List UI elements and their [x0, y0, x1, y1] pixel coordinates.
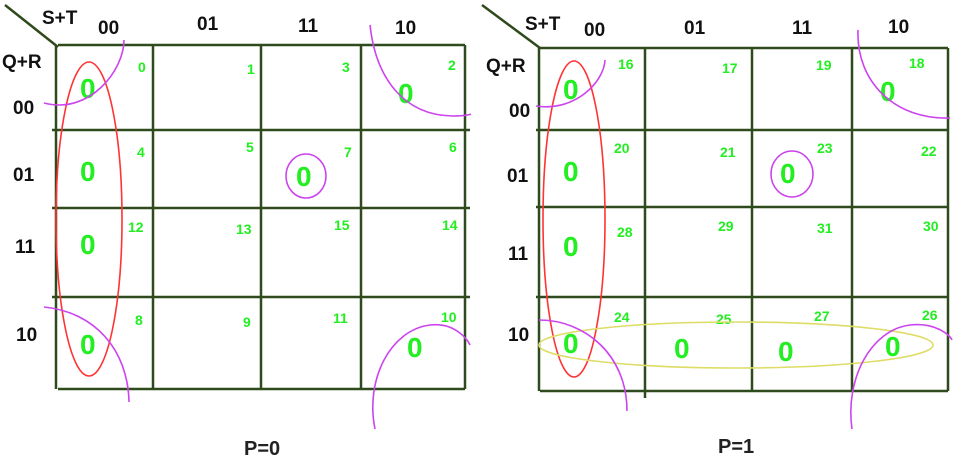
cell-index: 7	[344, 144, 352, 160]
cell-value: 0	[780, 158, 796, 189]
cell-value: 0	[80, 156, 96, 187]
column-header: 00	[98, 18, 119, 39]
group-single-cell-7	[285, 153, 327, 199]
kmap-p0: S+T Q+R 00 01 11 10 00 01 11 10 0 1 3 2 …	[2, 4, 472, 460]
group-corner-top-left	[535, 59, 606, 108]
map-caption: P=1	[718, 436, 754, 458]
cell-value: 0	[880, 76, 896, 107]
cell-index: 9	[243, 314, 251, 330]
row-header: 11	[508, 244, 529, 265]
cell-index: 4	[137, 144, 145, 160]
column-header: 11	[298, 16, 319, 37]
row-header: 10	[508, 325, 529, 346]
column-header: 00	[584, 20, 605, 41]
cell-value: 0	[563, 74, 579, 105]
cell-index: 21	[720, 144, 736, 160]
group-single-cell-23	[770, 150, 814, 198]
group-corner-bottom-left	[538, 319, 628, 412]
cell-index: 15	[334, 217, 350, 233]
column-header: 01	[684, 18, 706, 39]
cell-index: 6	[449, 139, 457, 155]
cell-value: 0	[398, 78, 414, 109]
map-caption: P=0	[244, 438, 280, 460]
corner-diagonal	[4, 4, 59, 48]
row-header: 10	[16, 325, 37, 346]
cell-index: 22	[921, 143, 937, 159]
cell-index: 28	[617, 224, 633, 240]
cell-value: 0	[778, 336, 794, 367]
cell-value: 0	[296, 161, 312, 192]
group-corner-bottom-right	[371, 323, 471, 430]
cell-index: 11	[333, 310, 348, 326]
row-header: 00	[13, 98, 34, 119]
column-header: 10	[888, 17, 909, 38]
row-variables-label: Q+R	[2, 52, 42, 73]
row-header: 00	[509, 101, 530, 122]
column-header: 11	[792, 18, 813, 39]
cell-value: 0	[407, 332, 423, 363]
group-corner-bottom-right	[850, 323, 953, 430]
cell-index: 5	[246, 139, 254, 155]
cell-value: 0	[885, 331, 901, 362]
cell-index: 23	[817, 140, 833, 156]
cell-index: 8	[135, 312, 143, 328]
cell-value: 0	[80, 329, 96, 360]
cell-index: 27	[814, 308, 830, 324]
cell-index: 12	[128, 219, 144, 235]
cell-index: 2	[448, 57, 456, 73]
group-corner-top-left	[43, 39, 125, 106]
group-column-00	[542, 60, 606, 378]
cell-index: 20	[614, 140, 630, 156]
kmap-p1: S+T Q+R 00 01 11 10 00 01 11 10 16 17 19…	[481, 3, 953, 458]
cell-value: 0	[563, 231, 579, 262]
cell-index: 14	[442, 217, 458, 233]
row-header: 11	[15, 237, 36, 258]
group-corner-bottom-left	[43, 306, 130, 403]
cell-index: 17	[722, 60, 738, 76]
cell-index: 1	[247, 61, 255, 77]
cell-index: 16	[618, 56, 634, 72]
cell-index: 24	[614, 309, 630, 325]
row-variables-label: Q+R	[486, 56, 526, 77]
cell-value: 0	[80, 229, 96, 260]
cell-value: 0	[80, 73, 96, 104]
cell-index: 31	[817, 220, 833, 236]
cell-index: 10	[441, 309, 457, 325]
cell-index: 30	[923, 218, 939, 234]
group-corner-top-right	[369, 24, 472, 117]
cell-index: 3	[342, 59, 350, 75]
column-variables-label: S+T	[525, 14, 561, 35]
column-header: 01	[197, 14, 219, 35]
cell-value: 0	[674, 333, 690, 364]
cell-index: 0	[138, 59, 146, 75]
cell-index: 19	[816, 57, 832, 73]
corner-diagonal	[481, 3, 541, 50]
cell-index: 26	[922, 307, 938, 323]
column-header: 10	[395, 18, 416, 39]
cell-index: 25	[716, 311, 732, 327]
group-corner-top-right	[857, 29, 951, 119]
cell-index: 18	[909, 55, 925, 71]
group-column-00	[55, 61, 123, 377]
column-variables-label: S+T	[42, 8, 78, 29]
cell-index: 13	[236, 221, 252, 237]
cell-index: 29	[718, 218, 734, 234]
group-row-10	[538, 321, 934, 369]
cell-value: 0	[563, 156, 579, 187]
row-header: 01	[507, 166, 529, 187]
row-header: 01	[13, 165, 35, 186]
cell-value: 0	[563, 328, 579, 359]
